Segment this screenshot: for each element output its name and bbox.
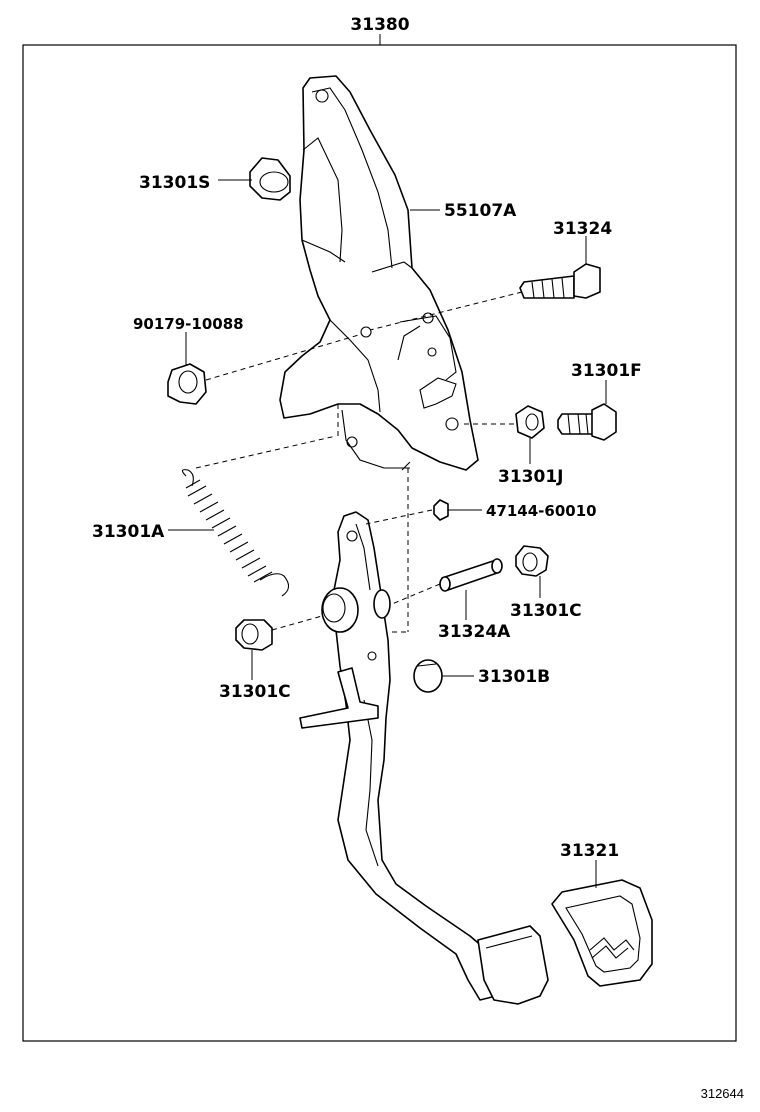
bushing-31301s (249, 157, 291, 201)
cushion-31301b (413, 659, 443, 693)
return-spring (181, 469, 290, 597)
label-31301b: 31301B (478, 667, 550, 687)
label-31324: 31324 (553, 219, 612, 239)
bolt-31324 (519, 263, 601, 299)
assembly-number-label: 31380 (350, 15, 409, 35)
pedal-arm (299, 511, 549, 1005)
label-31301a: 31301A (92, 522, 165, 542)
leader-lines (168, 179, 607, 888)
label-31301f: 31301F (571, 361, 642, 381)
label-31301c-left: 31301C (219, 682, 291, 702)
pedal-bracket (279, 75, 479, 471)
label-31301c-right: 31301C (510, 601, 582, 621)
figure-code: 312644 (701, 1086, 744, 1101)
label-55107a: 55107A (444, 201, 517, 221)
collar-31324a (439, 558, 503, 592)
bolt-31301f (557, 403, 617, 441)
label-31301j: 31301J (498, 467, 563, 487)
bushing-31301c-left (235, 619, 273, 651)
label-31324a: 31324A (438, 622, 511, 642)
label-31321: 31321 (560, 841, 619, 861)
collar-47144-60010 (433, 499, 449, 521)
assembly-lines (195, 291, 523, 633)
label-90179-10088: 90179-10088 (133, 315, 244, 333)
bushing-31301c-right (515, 545, 549, 577)
label-47144-60010: 47144-60010 (486, 502, 597, 520)
nut-31301j (515, 405, 545, 439)
nut-90179-10088 (167, 363, 207, 405)
label-31301s: 31301S (139, 173, 210, 193)
pedal-pad (551, 879, 653, 987)
